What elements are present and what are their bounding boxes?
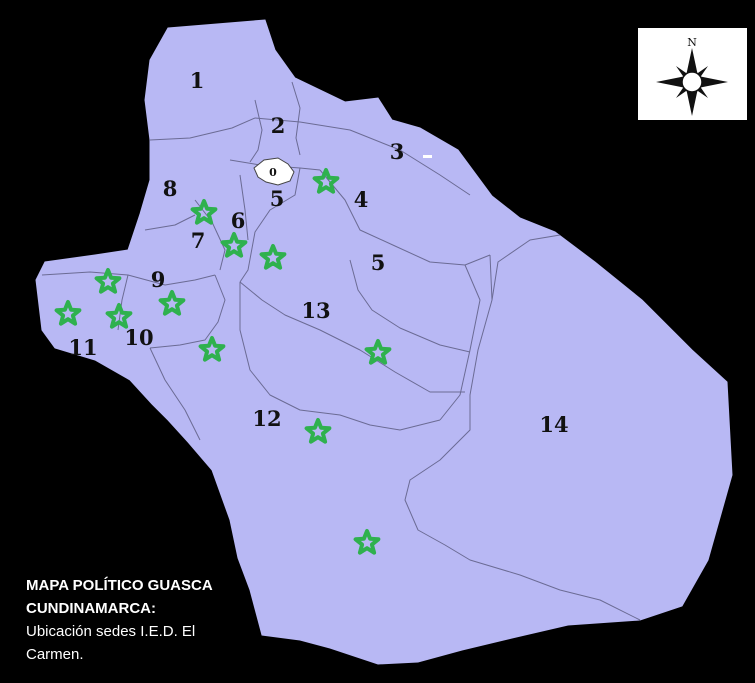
star-marker-sede-7 xyxy=(190,199,218,225)
region-label-6: 6 xyxy=(231,208,246,233)
region-boundaries xyxy=(41,81,641,621)
star-marker-sede-south xyxy=(353,529,381,555)
caption-title-line1: MAPA POLÍTICO GUASCA xyxy=(26,577,213,594)
region-label-14: 14 xyxy=(539,412,568,437)
region-labels: 1 2 3 4 5 5 6 7 8 9 10 11 12 13 14 xyxy=(68,68,568,437)
caption-subtitle-line1: Ubicación sedes I.E.D. El xyxy=(26,623,196,640)
map-caption: MAPA POLÍTICO GUASCA CUNDINAMARCA: Ubica… xyxy=(26,574,276,666)
star-marker-sede-10a xyxy=(94,268,122,294)
urban-zone-label: 0 xyxy=(269,166,277,179)
region-label-8: 8 xyxy=(163,176,178,201)
region-label-9: 9 xyxy=(151,267,166,292)
star-marker-sede-10b xyxy=(105,303,133,329)
region-label-10: 10 xyxy=(124,325,153,350)
compass-icon xyxy=(656,48,728,116)
star-marker-sede-12a xyxy=(198,336,226,362)
region-label-3: 3 xyxy=(390,139,405,164)
compass-north-label: N xyxy=(687,36,697,49)
compass-rose: N xyxy=(638,28,747,120)
region-label-1: 1 xyxy=(190,68,205,93)
star-marker-sede-9 xyxy=(158,290,186,316)
municipality-land xyxy=(35,19,733,665)
region-label-11: 11 xyxy=(68,335,97,360)
star-marker-sede-12b xyxy=(304,418,332,444)
region-label-2: 2 xyxy=(271,113,286,138)
urban-zone xyxy=(253,157,295,186)
caption-title-line2: CUNDINAMARCA: xyxy=(26,600,156,617)
star-marker-sede-4 xyxy=(312,168,340,194)
star-marker-sede-6 xyxy=(220,232,248,258)
region-label-5a: 5 xyxy=(270,186,285,211)
marker-dash xyxy=(423,155,432,158)
star-marker-sede-5 xyxy=(259,244,287,270)
region-label-12: 12 xyxy=(252,406,281,431)
region-label-5b: 5 xyxy=(371,250,386,275)
caption-subtitle-line2: Carmen. xyxy=(26,646,84,663)
region-label-7: 7 xyxy=(191,228,206,253)
star-marker-sede-13 xyxy=(364,339,392,365)
star-marker-sede-11 xyxy=(54,300,82,326)
region-label-4: 4 xyxy=(354,187,369,212)
region-label-13: 13 xyxy=(301,298,330,323)
school-markers xyxy=(54,168,392,555)
